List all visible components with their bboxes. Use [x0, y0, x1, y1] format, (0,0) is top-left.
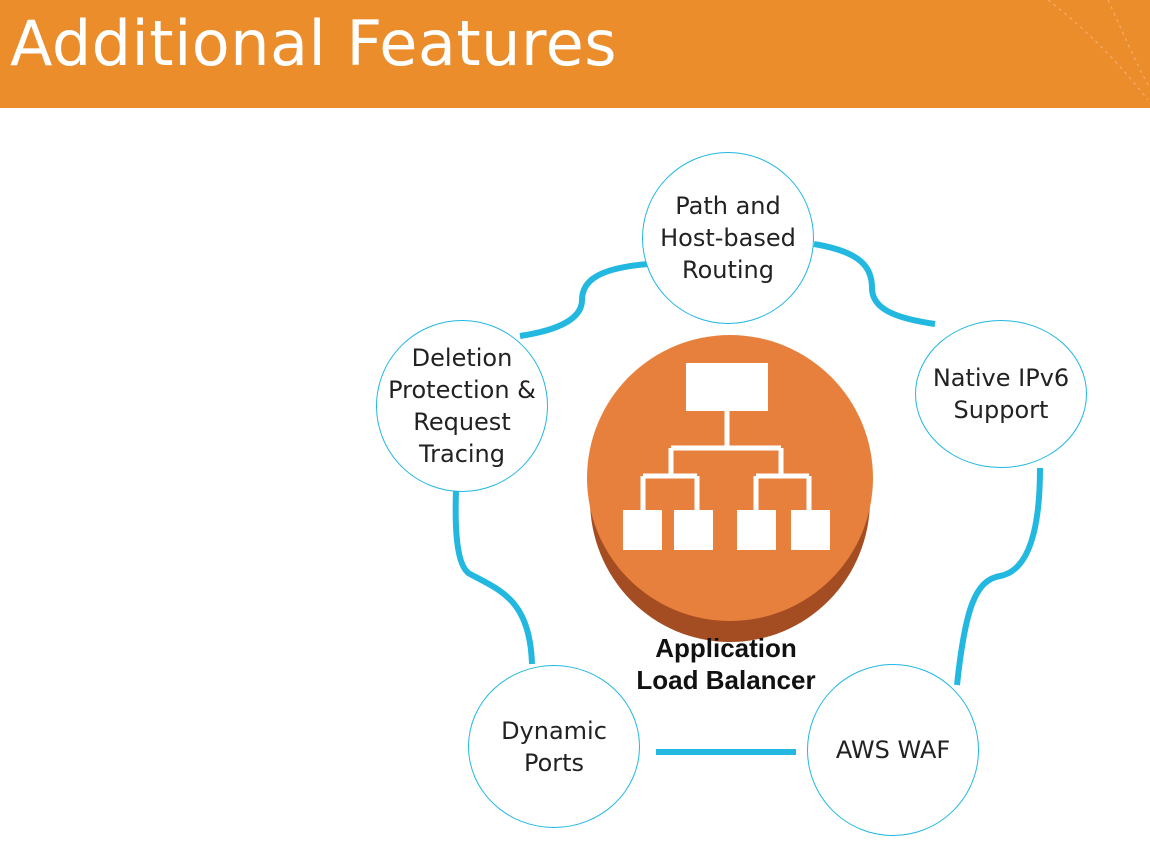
feature-deletion-protection-tracing: Deletion Protection & Request Tracing: [376, 320, 548, 492]
header-decoration: [1047, 0, 1150, 101]
connector-ports-deletion: [452, 489, 535, 665]
feature-dynamic-ports: Dynamic Ports: [468, 665, 640, 828]
connector-routing-deletion: [519, 261, 649, 339]
feature-label: Deletion Protection & Request Tracing: [388, 344, 536, 468]
header-bar: Additional Features: [0, 0, 1150, 108]
connector-routing-ipv6: [813, 241, 936, 327]
slide-title: Additional Features: [10, 7, 618, 80]
hierarchy-icon: [623, 363, 830, 550]
feature-label: AWS WAF: [835, 736, 951, 764]
feature-aws-waf: AWS WAF: [807, 664, 979, 836]
connector-ipv6-waf: [954, 467, 1043, 686]
feature-native-ipv6: Native IPv6 Support: [915, 320, 1087, 468]
feature-path-host-routing: Path and Host-based Routing: [642, 152, 814, 324]
feature-label: Native IPv6 Support: [932, 364, 1070, 424]
center-label: Application Load Balancer: [636, 633, 816, 695]
feature-label: Dynamic Ports: [501, 716, 607, 777]
feature-label: Path and Host-based Routing: [660, 192, 796, 284]
load-balancer-icon: [587, 335, 873, 642]
